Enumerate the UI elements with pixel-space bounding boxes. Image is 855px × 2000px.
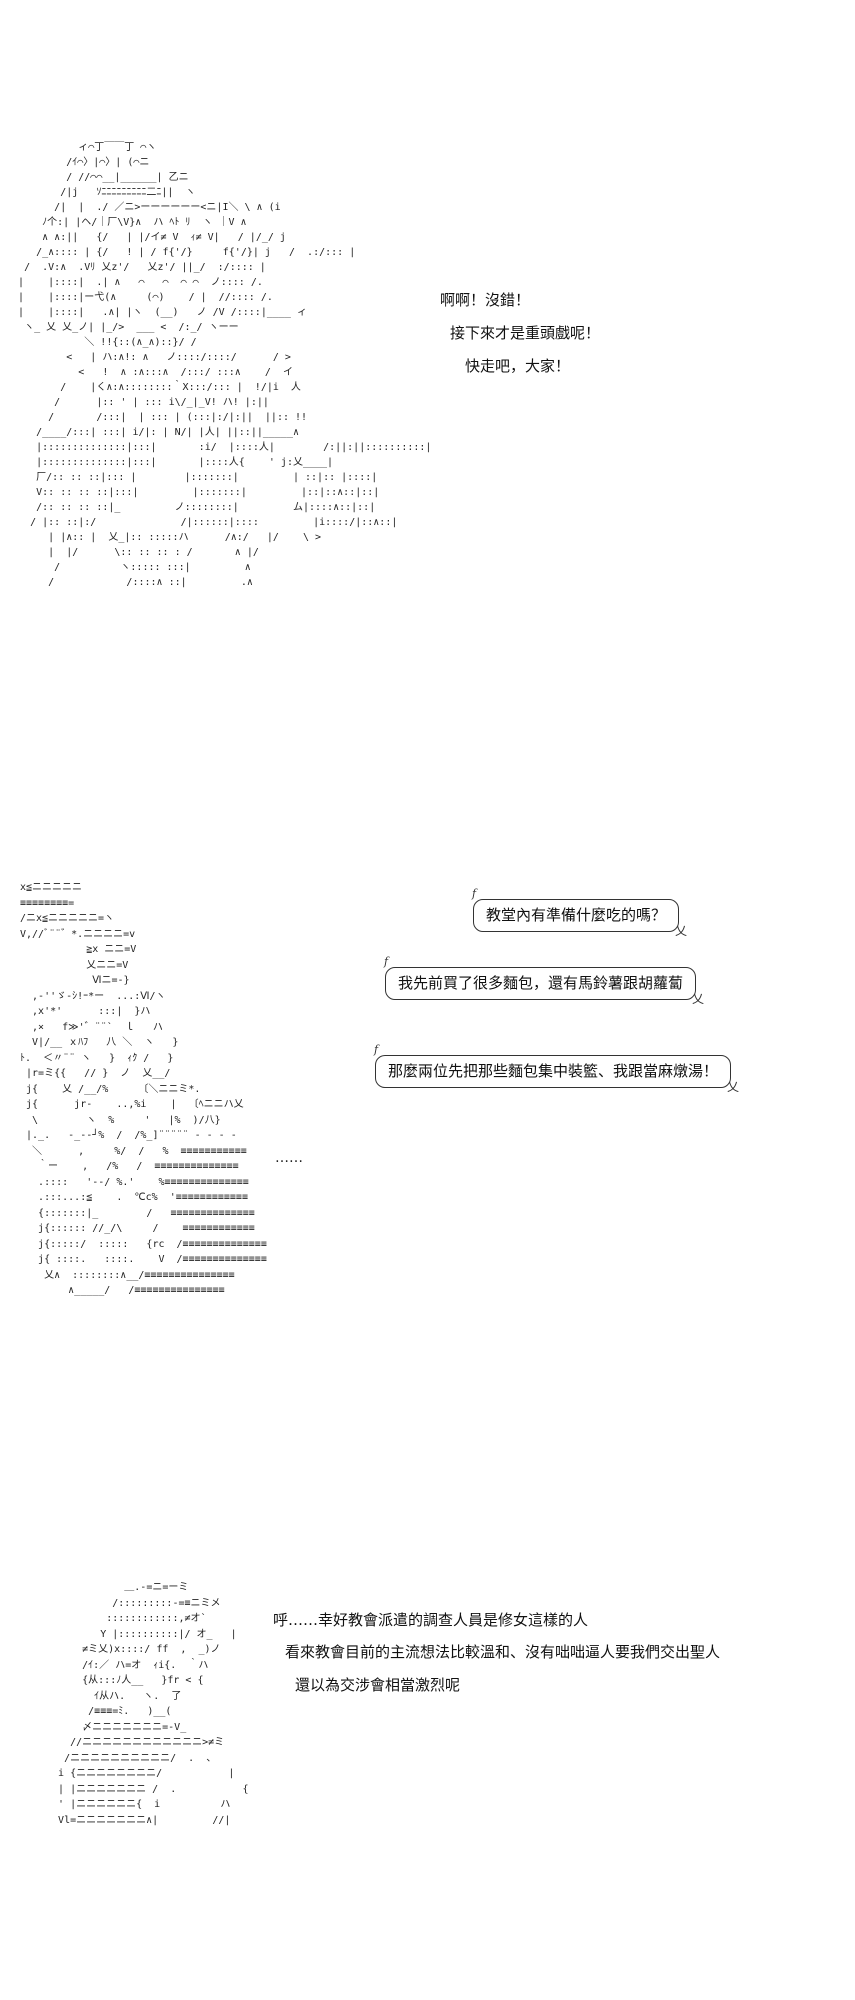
bubble-lead-mark: f — [472, 887, 477, 900]
bubble-tail: 乂 — [727, 1080, 740, 1094]
speech-line-3: 快走吧，大家！ — [465, 357, 571, 375]
panel-3: ＿.-=ニ=ーミ /:::::::::-=≡ニミメ ::::::::::::,≠… — [0, 1580, 855, 1900]
speech-bubble-1: f 教堂內有準備什麼吃的嗎？ 乂 — [472, 888, 687, 938]
bubble-lead-mark: f — [374, 1043, 379, 1056]
bubble-lead-mark: f — [384, 955, 389, 968]
speech-bubble-text: 教堂內有準備什麼吃的嗎？ — [486, 906, 667, 924]
speech-bubble-text: 我先前買了很多麵包，還有馬鈴薯跟胡蘿蔔 — [398, 974, 684, 992]
speech-line-1: 啊啊！沒錯！ — [440, 291, 531, 309]
bubble-tail: 乂 — [692, 992, 705, 1006]
speech-bubble-text: 那麼兩位先把那些麵包集中裝籃、我跟當麻燉湯！ — [388, 1062, 719, 1080]
ellipsis-text: …… — [275, 1150, 303, 1166]
speech-line-2: 接下來才是重頭戲呢！ — [450, 324, 601, 342]
bubble-tail: 乂 — [675, 924, 688, 938]
ascii-art-character-nun: ＿.-=ニ=ーミ /:::::::::-=≡ニミメ ::::::::::::,≠… — [58, 1582, 249, 1826]
ascii-art-character-group: ィ⌒丁￣￣丁 ⌒ヽ /ｲ⌒〉|⌒〉| (⌒ニ / //⌒⌒__|______| … — [18, 142, 432, 588]
narration-line-1: 呼……幸好教會派遣的調查人員是修女這樣的人 — [273, 1611, 589, 1629]
narration-line-2: 看來教會目前的主流想法比較溫和、沒有咄咄逼人要我們交出聖人 — [285, 1643, 721, 1661]
panel-2: x≦ニニニニニ ≡≡≡≡≡≡≡≡= /ニx≦ニニニニニ=ヽ V,//ﾞ¨¨゛*.… — [0, 880, 855, 1440]
speech-bubble-3: f 那麼兩位先把那些麵包集中裝籃、我跟當麻燉湯！ 乂 — [374, 1044, 739, 1094]
panel-1: ィ⌒丁￣￣丁 ⌒ヽ /ｲ⌒〉|⌒〉| (⌒ニ / //⌒⌒__|______| … — [0, 140, 855, 720]
narration-line-3: 還以為交涉會相當激烈呢 — [295, 1676, 461, 1694]
ascii-art-character-cooking: x≦ニニニニニ ≡≡≡≡≡≡≡≡= /ニx≦ニニニニニ=ヽ V,//ﾞ¨¨゛*.… — [20, 882, 267, 1296]
speech-bubble-2: f 我先前買了很多麵包，還有馬鈴薯跟胡蘿蔔 乂 — [384, 956, 704, 1006]
